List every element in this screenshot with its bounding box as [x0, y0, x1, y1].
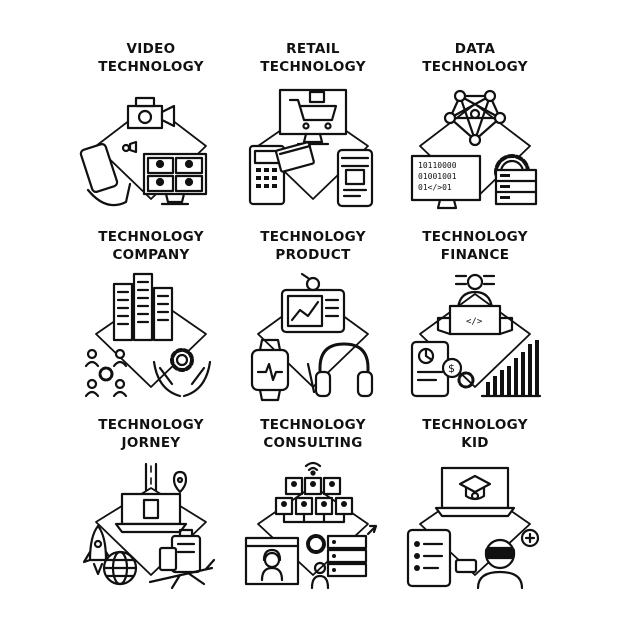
cell-data-technology: DATA TECHNOLOGY 10110000 01001001 01</>0… [394, 40, 556, 226]
title-line-1: TECHNOLOGY [98, 229, 204, 245]
title-line-2: JORNEY [121, 435, 181, 451]
title-line-2: PRODUCT [275, 247, 351, 263]
cell-technology-journey: TECHNOLOGY JORNEY [70, 416, 232, 602]
title-line-2: KID [461, 435, 489, 451]
icon-set-grid: VIDEO TECHNOLOGY RETAIL TE [70, 40, 556, 600]
title-line-1: TECHNOLOGY [260, 229, 366, 245]
cell-title: TECHNOLOGY KID [394, 416, 556, 452]
data-technology-icon: 10110000 01001001 01</>01 [400, 84, 550, 214]
cell-title: TECHNOLOGY JORNEY [70, 416, 232, 452]
cell-title: TECHNOLOGY COMPANY [70, 228, 232, 264]
title-line-1: TECHNOLOGY [422, 229, 528, 245]
title-line-2: COMPANY [112, 247, 190, 263]
dollar-symbol: $ [448, 362, 455, 375]
binary-row-3: 01</>01 [418, 183, 452, 192]
technology-company-icon [76, 272, 226, 402]
binary-row-1: 10110000 [418, 161, 457, 170]
cell-technology-finance: TECHNOLOGY FINANCE </> $ [394, 228, 556, 414]
title-line-1: DATA [454, 41, 496, 57]
cell-title: VIDEO TECHNOLOGY [70, 40, 232, 76]
title-line-2: FINANCE [440, 247, 510, 263]
retail-technology-icon [238, 84, 388, 214]
technology-product-icon [238, 272, 388, 402]
code-symbol: </> [466, 317, 483, 327]
title-line-1: TECHNOLOGY [98, 417, 204, 433]
cell-technology-product: TECHNOLOGY PRODUCT [232, 228, 394, 414]
cell-title: DATA TECHNOLOGY [394, 40, 556, 76]
technology-kid-icon [400, 460, 550, 590]
cell-technology-consulting: TECHNOLOGY CONSULTING [232, 416, 394, 602]
cell-title: TECHNOLOGY FINANCE [394, 228, 556, 264]
title-line-1: TECHNOLOGY [260, 417, 366, 433]
title-line-2: CONSULTING [263, 435, 363, 451]
title-line-2: TECHNOLOGY [422, 59, 528, 75]
cell-title: RETAIL TECHNOLOGY [232, 40, 394, 76]
cell-technology-company: TECHNOLOGY COMPANY [70, 228, 232, 414]
technology-consulting-icon [238, 460, 388, 590]
technology-finance-icon: </> $ [400, 272, 550, 402]
binary-row-2: 01001001 [418, 172, 457, 181]
title-line-1: TECHNOLOGY [422, 417, 528, 433]
cell-title: TECHNOLOGY PRODUCT [232, 228, 394, 264]
cell-retail-technology: RETAIL TECHNOLOGY [232, 40, 394, 226]
technology-journey-icon [76, 460, 226, 590]
title-line-1: VIDEO [126, 41, 176, 57]
title-line-1: RETAIL [286, 41, 340, 57]
title-line-2: TECHNOLOGY [98, 59, 204, 75]
cell-title: TECHNOLOGY CONSULTING [232, 416, 394, 452]
title-line-2: TECHNOLOGY [260, 59, 366, 75]
cell-video-technology: VIDEO TECHNOLOGY [70, 40, 232, 226]
video-technology-icon [76, 84, 226, 214]
cell-technology-kid: TECHNOLOGY KID [394, 416, 556, 602]
